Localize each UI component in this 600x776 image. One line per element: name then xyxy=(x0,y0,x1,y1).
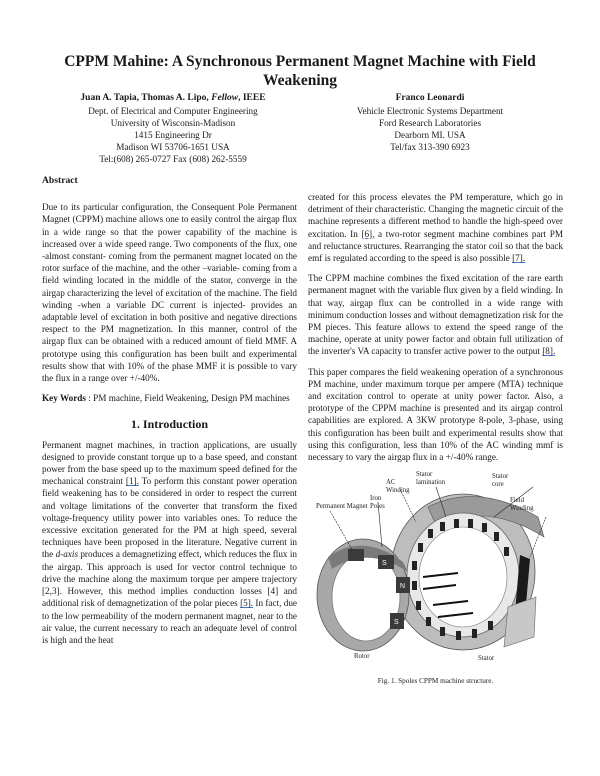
title-line-2: Weakening xyxy=(262,72,338,89)
pole-n-label: N xyxy=(400,583,405,590)
field-winding-label: Field Winding xyxy=(510,497,534,513)
affiliation-line: University of Wisconsin-Madison xyxy=(110,118,236,128)
right-column: created for this process elevates the PM… xyxy=(308,191,563,687)
citation-link-6[interactable]: [6], xyxy=(361,228,375,239)
permanent-magnet-label: Permanent Magnet xyxy=(316,503,368,511)
cppm-machine-illustration: S N S xyxy=(316,487,547,652)
affiliation-line: Dept. of Electrical and Computer Enginee… xyxy=(88,106,258,116)
fellow-title: Fellow xyxy=(211,93,239,103)
stator-core-label: Stator core xyxy=(492,473,509,489)
keywords: Key Words : PM machine, Field Weakening,… xyxy=(42,393,290,404)
contact-line: Tel/fax 313-390 6923 xyxy=(390,142,470,152)
abstract-heading: Abstract xyxy=(42,175,78,186)
author-name: Franco Leonardi xyxy=(395,93,465,103)
intro-paragraph-1: Permanent magnet machines, in traction a… xyxy=(42,439,298,645)
pole-s-label: S xyxy=(394,619,399,626)
affiliation-line: Madison WI 53706-1651 USA xyxy=(116,142,230,152)
citation-link-8[interactable]: [8]. xyxy=(542,346,556,357)
author-block-right: Franco Leonardi Vehicle Electronic Syste… xyxy=(305,92,555,153)
affiliation-line: Dearborn MI. USA xyxy=(394,130,466,140)
affiliation-line: Ford Research Laboratories xyxy=(378,118,482,128)
rotor-label: Rotor xyxy=(354,653,370,661)
citation-link-1[interactable]: [1]. xyxy=(125,476,139,487)
stator-lamination-label: Stator lamination xyxy=(416,471,446,487)
left-column: Abstract Due to its particular configura… xyxy=(42,175,297,654)
author-names: Juan A. Tapia, Thomas A. Lipo, Fellow, I… xyxy=(80,93,266,103)
iron-poles-label: Iron Poles xyxy=(370,495,385,511)
citation-link-7[interactable]: [7]. xyxy=(512,253,526,264)
affiliation-line: 1415 Engineering Dr xyxy=(134,130,212,140)
keywords-label: Key Words xyxy=(42,393,86,404)
contact-line: Tel:(608) 265-0727 Fax (608) 262-5559 xyxy=(99,154,247,164)
paper-title: CPPM Mahine: A Synchronous Permanent Mag… xyxy=(40,52,560,90)
intro-paragraph-3: This paper compares the field weakening … xyxy=(308,366,563,463)
intro-paragraph-1-continued: created for this process elevates the PM… xyxy=(308,192,563,264)
citation-link-5[interactable]: [5]. xyxy=(240,598,254,609)
abstract-text: Due to its particular configuration, the… xyxy=(42,202,297,384)
introduction-heading: 1. Introduction xyxy=(130,417,209,432)
author-block-left: Juan A. Tapia, Thomas A. Lipo, Fellow, I… xyxy=(48,92,298,165)
intro-paragraph-2: The CPPM machine combines the fixed exci… xyxy=(308,273,563,357)
figure-caption: Fig. 1. Spoles CPPM machine structure. xyxy=(377,677,494,686)
pole-s-label: S xyxy=(382,560,387,567)
ac-winding-label: AC Winding xyxy=(386,479,410,495)
stator-label: Stator xyxy=(478,655,495,663)
figure-1: S N S Permanent Magnet Iron Poles AC Win… xyxy=(308,471,563,673)
affiliation-line: Vehicle Electronic Systems Department xyxy=(356,106,504,116)
title-line-1: CPPM Mahine: A Synchronous Permanent Mag… xyxy=(64,53,536,70)
